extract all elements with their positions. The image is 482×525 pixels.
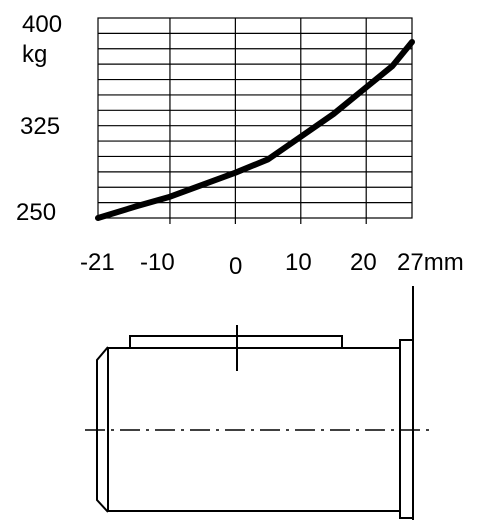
y-tick-label-325: 325: [20, 113, 60, 140]
y-tick-label-400: 400: [22, 11, 62, 38]
x-tick-label-10: 10: [285, 249, 312, 276]
y-unit-label: kg: [22, 41, 47, 68]
x-tick-label-0: 0: [229, 253, 242, 280]
x-tick-label-neg10: -10: [140, 249, 175, 276]
y-tick-label-250: 250: [16, 199, 56, 226]
chart-grid: [97, 17, 413, 224]
right-flange: [399, 339, 414, 519]
x-tick-label-neg21: -21: [80, 249, 115, 276]
series-line: [95, 39, 415, 221]
chart-frame: [97, 17, 413, 219]
part-drawing: [85, 286, 432, 520]
x-tick-label-27mm: 27mm: [397, 249, 464, 276]
x-tick-label-20: 20: [350, 249, 377, 276]
